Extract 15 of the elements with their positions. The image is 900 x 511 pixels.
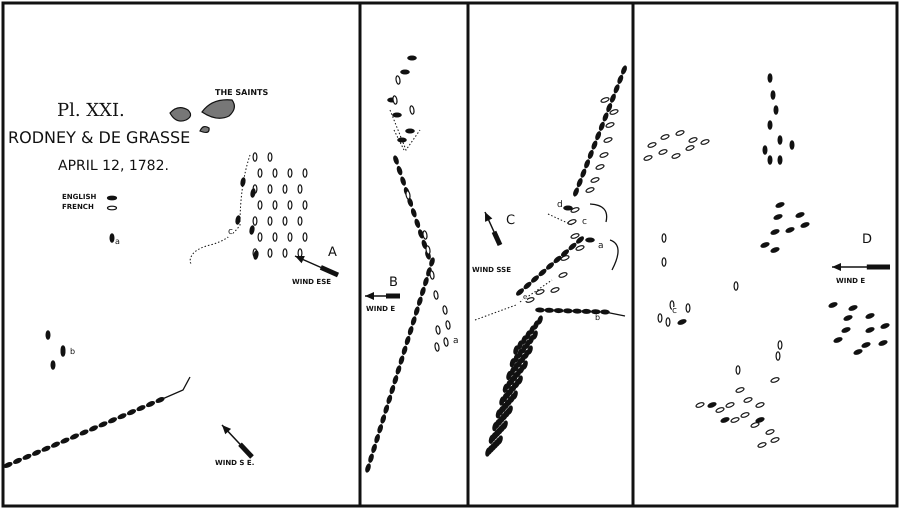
panel-letter: B xyxy=(389,276,398,289)
ship-letter: b xyxy=(595,314,600,322)
ship-letter: d xyxy=(557,201,563,210)
ship-letter: a xyxy=(453,337,459,346)
ship-letter: b xyxy=(70,348,76,356)
panel-letter: A xyxy=(328,246,337,259)
ship-letter: c xyxy=(582,218,587,227)
ship-letter: c xyxy=(672,307,677,316)
ship-letter: a xyxy=(115,238,120,246)
map-title: RODNEY & DE GRASSE xyxy=(8,130,190,146)
panel-letter: D xyxy=(862,233,872,246)
ship-letter: c xyxy=(228,228,233,237)
panel-letter: C xyxy=(506,214,516,227)
ship-letter: a xyxy=(598,242,604,251)
place-name: THE SAINTS xyxy=(215,89,268,97)
